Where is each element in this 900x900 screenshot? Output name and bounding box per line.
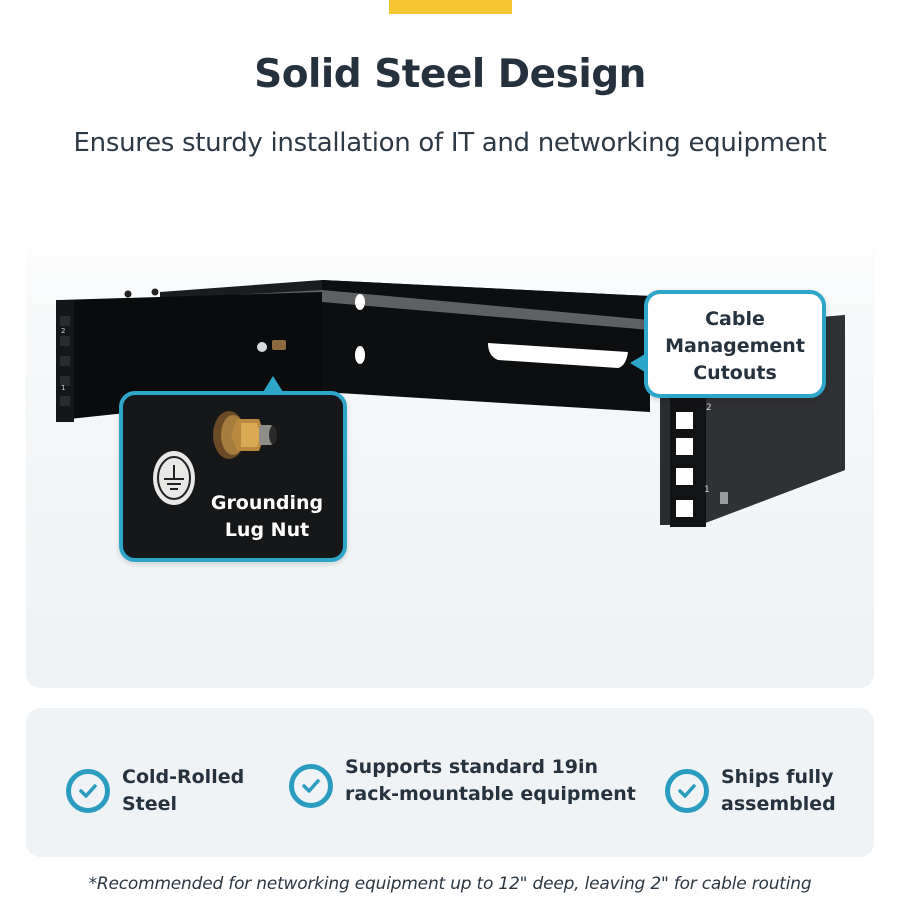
rack-bracket-image: 2 1 2 1 bbox=[56, 280, 845, 527]
callout-pointer bbox=[263, 376, 283, 392]
check-circle-icon bbox=[66, 769, 110, 813]
footnote: *Recommended for networking equipment up… bbox=[88, 874, 812, 894]
feature-supports-19in: Supports standard 19in rack-mountable eq… bbox=[289, 754, 636, 808]
callout-cable-line3: Cutouts bbox=[693, 362, 777, 384]
page-subtitle: Ensures sturdy installation of IT and ne… bbox=[73, 128, 827, 158]
svg-text:1: 1 bbox=[704, 485, 710, 495]
callout-grounding-label: Grounding Lug Nut bbox=[197, 490, 337, 544]
callout-grounding-lug: Grounding Lug Nut bbox=[119, 376, 347, 562]
callout-ground-line1: Grounding bbox=[210, 492, 324, 514]
check-circle-icon bbox=[289, 764, 333, 808]
feature-line2: Steel bbox=[122, 793, 178, 815]
callout-cable-line2: Management bbox=[665, 335, 805, 357]
callout-pointer bbox=[630, 354, 645, 372]
lug-nut-image bbox=[213, 411, 277, 459]
feature-ships-assembled: Ships fully assembled bbox=[665, 764, 836, 818]
accent-bar bbox=[389, 0, 512, 14]
svg-text:1: 1 bbox=[61, 384, 65, 392]
page-title: Solid Steel Design bbox=[254, 52, 646, 97]
svg-text:2: 2 bbox=[61, 327, 65, 335]
callout-cable-line1: Cable bbox=[705, 308, 765, 330]
callout-ground-line2: Lug Nut bbox=[224, 519, 310, 541]
feature-cold-rolled-steel: Cold-Rolled Steel bbox=[66, 764, 244, 818]
features-panel: Cold-Rolled Steel Supports standard 19in… bbox=[26, 708, 874, 857]
feature-line1: Supports standard 19in bbox=[345, 756, 599, 778]
feature-line2: assembled bbox=[721, 793, 836, 815]
svg-text:2: 2 bbox=[706, 403, 712, 413]
ground-symbol-icon bbox=[153, 451, 195, 505]
callout-cable-management: Cable Management Cutouts bbox=[630, 290, 826, 398]
feature-line1: Cold-Rolled bbox=[122, 766, 245, 788]
feature-line2: rack-mountable equipment bbox=[345, 783, 636, 805]
feature-line1: Ships fully bbox=[721, 766, 834, 788]
check-circle-icon bbox=[665, 769, 709, 813]
